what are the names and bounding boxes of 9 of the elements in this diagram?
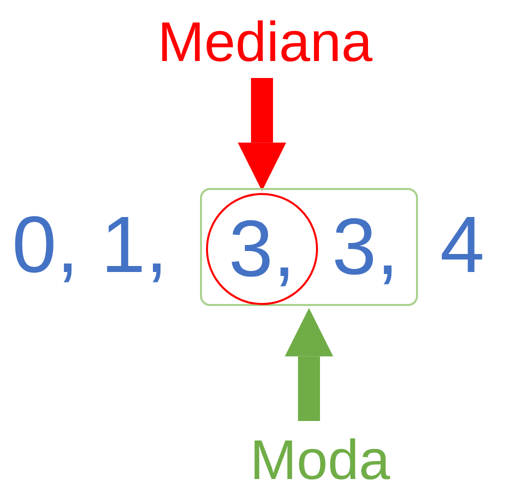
arrow (284, 308, 334, 421)
arrow (238, 78, 286, 191)
heading-label: Mediana (160, 8, 370, 74)
number-label: 4 (440, 205, 484, 285)
number-label: 0, 1, (12, 205, 168, 285)
highlight-circle: 3, (206, 193, 318, 305)
highlight-box (200, 188, 418, 306)
heading-label: Moda (230, 425, 410, 493)
number-label: 3, (332, 207, 399, 287)
